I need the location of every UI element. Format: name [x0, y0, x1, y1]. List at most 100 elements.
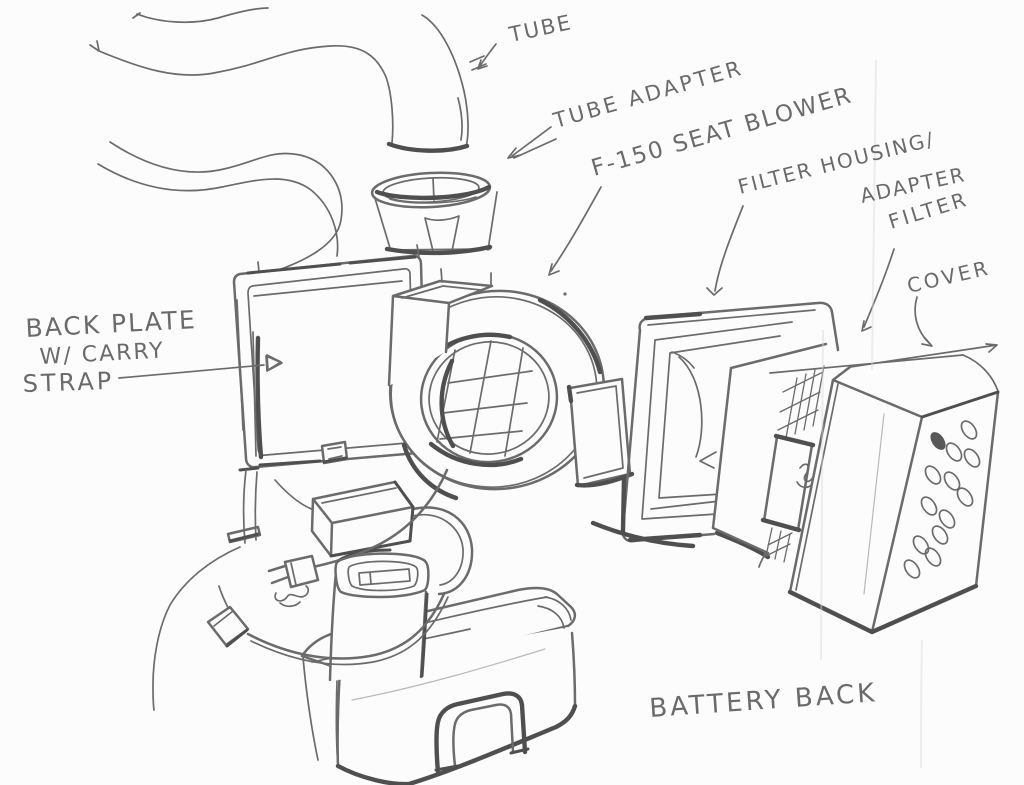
outlet-outline	[387, 279, 494, 387]
hose-drawing	[97, 141, 343, 273]
adapter-dark-edges	[374, 184, 493, 256]
connector-dark	[225, 628, 249, 648]
carry-strap-drawing	[152, 469, 315, 711]
cover-dark-bottom	[787, 583, 979, 635]
tube-drawing	[89, 7, 470, 153]
blower-dark-shading	[401, 297, 603, 501]
vent-hole	[930, 432, 946, 450]
plate-strap	[255, 335, 264, 460]
duct-fill	[570, 379, 630, 486]
filter-arrow	[861, 248, 895, 332]
cover-dark-top	[920, 390, 1000, 419]
blower-ring-ghost	[390, 295, 598, 489]
outlet-top-fill	[393, 281, 492, 303]
strap-arrowhead	[266, 354, 282, 371]
cover-arrow	[914, 296, 933, 347]
tube-right-outline	[421, 14, 469, 148]
wire-from-blower	[311, 468, 449, 569]
impeller-blades	[436, 340, 533, 457]
hose-outline	[97, 141, 343, 273]
vent-holes	[903, 420, 981, 579]
label-back-plate-line1: BACK PLATE	[25, 305, 198, 343]
handle-outer	[434, 691, 528, 775]
plug-squiggle	[274, 585, 310, 608]
vent-hole	[924, 465, 942, 485]
vent-hole	[938, 509, 956, 529]
label-back-plate-line2: W/ CARRY	[39, 338, 165, 370]
strap-bar-dark	[228, 532, 260, 543]
outlet-side-fill	[389, 296, 449, 386]
filter-frame	[711, 342, 828, 555]
annotation-arrows	[118, 43, 933, 379]
wiring-drawing	[206, 468, 449, 666]
plate-clip-inner	[327, 446, 343, 460]
tube-arrow	[469, 43, 497, 71]
housing-opening-arc	[671, 351, 703, 458]
cover-top-fill	[833, 355, 998, 417]
filter-hatch-lower	[765, 527, 793, 563]
filter-tab-dark	[760, 433, 816, 533]
cover-top-edges	[769, 343, 999, 591]
outlet-details	[401, 268, 492, 299]
tower-dark-edge	[420, 592, 429, 678]
label-battery-pack: BATTERY BACK	[648, 678, 878, 724]
hook-curve	[411, 506, 474, 596]
connector-inner	[213, 610, 234, 627]
filter-hatch-upper	[777, 365, 825, 439]
filter-housing-arrow	[706, 205, 744, 296]
cover-drawing	[769, 343, 1000, 635]
scan-crease	[820, 59, 923, 769]
latch-left-fill	[312, 499, 332, 556]
duct-drawing	[566, 377, 635, 488]
hook-curve-inner	[411, 513, 464, 586]
label-cover: COVER	[905, 255, 993, 297]
vent-hole	[903, 559, 921, 579]
cord	[246, 592, 446, 660]
vent-hole	[920, 496, 938, 516]
label-tube: TUBE	[506, 10, 574, 47]
cord-ghost	[250, 596, 449, 666]
cover-faint-line	[863, 413, 885, 595]
tube-upper-outline	[89, 40, 394, 144]
handle-feet	[434, 747, 530, 772]
adapter-details	[389, 177, 477, 252]
vent-hole	[912, 535, 930, 555]
tower-rim-inner	[347, 560, 419, 592]
vent-hole	[956, 487, 974, 507]
vent-hole	[963, 448, 981, 468]
base-crease	[351, 648, 546, 701]
strap-bar	[226, 525, 262, 544]
tower-slot	[358, 568, 411, 586]
blower-inlet-inner	[428, 341, 550, 455]
latch-inner-line	[321, 487, 397, 504]
plate-strap-ghost	[252, 331, 257, 457]
latch-top-fill	[313, 482, 413, 523]
plate-clip-dark	[322, 456, 348, 464]
battery-pack-drawing	[300, 480, 578, 785]
tube-adapter-arrow	[507, 126, 557, 159]
plug-body	[267, 554, 320, 589]
back-plate-drawing	[232, 244, 428, 472]
plate-dark-edges	[238, 255, 417, 472]
cover-front-fill	[790, 380, 922, 632]
housing-tab	[699, 451, 717, 469]
strap-curves	[152, 469, 315, 711]
filter-bottom-tip	[758, 551, 767, 568]
filter-tab-fill	[764, 437, 812, 530]
vent-hole	[931, 525, 949, 545]
seat-blower-arrow	[548, 186, 602, 276]
housing-inner-frames	[641, 309, 816, 520]
blower-outlet-drawing	[387, 268, 494, 387]
duct-inner	[576, 385, 624, 479]
tube-mouth	[386, 141, 470, 153]
handle-inner	[452, 703, 515, 768]
back-plate-arrow	[118, 355, 283, 379]
plug-fill	[285, 556, 318, 587]
cover-right-fill	[872, 392, 998, 632]
tube-adapter-drawing	[370, 171, 498, 256]
vent-hole	[960, 420, 978, 440]
tube-top-edge	[132, 7, 269, 24]
plate-detail-lines	[236, 244, 420, 431]
